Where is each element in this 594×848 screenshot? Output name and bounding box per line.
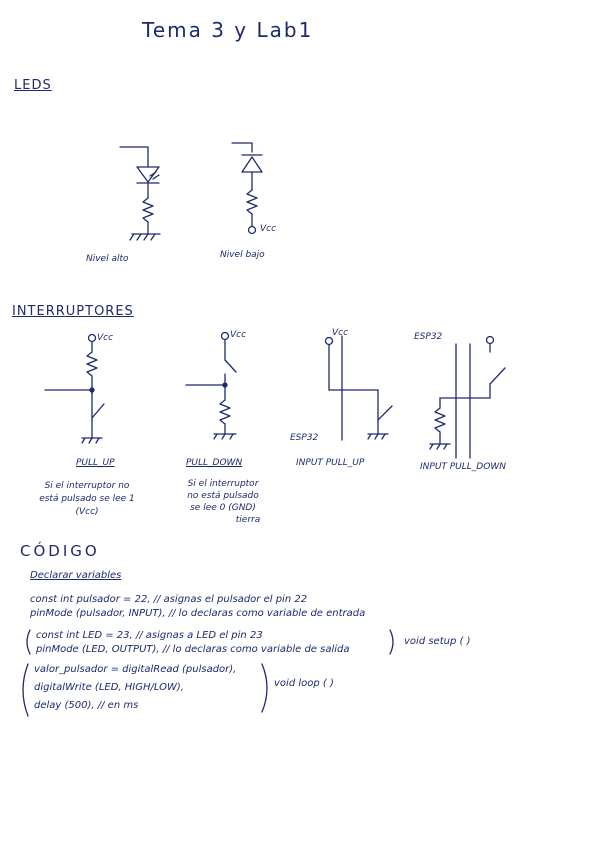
- code-line: pinMode (pulsador, INPUT), // lo declara…: [30, 608, 366, 619]
- led-high-circuit: [119, 146, 161, 241]
- input-pull-up-vcc-label: Vcc: [332, 328, 349, 338]
- code-line: const int pulsador = 22, // asignas el p…: [30, 594, 308, 605]
- pull-up-circuit: [44, 333, 105, 444]
- void-loop-label: void loop ( ): [274, 678, 334, 689]
- code-line: const int LED = 23, // asignas a LED el …: [36, 630, 263, 641]
- pull-up-vcc-label: Vcc: [97, 333, 114, 343]
- code-line: delay (500), // en ms: [34, 700, 139, 711]
- esp32-label-top: ESP32: [414, 332, 443, 342]
- pull-down-note-line: se lee 0 (GND): [190, 503, 256, 513]
- void-setup-label: void setup ( ): [404, 636, 471, 647]
- input-pull-down-circuit: [429, 335, 506, 459]
- pull-up-note: Si el interruptor no está pulsado se lee…: [22, 480, 152, 519]
- section-heading-leds: LEDS: [14, 78, 52, 93]
- pull-down-circuit: [185, 331, 237, 440]
- pull-up-label: PULL_UP: [76, 458, 115, 468]
- pull-up-note-line: (Vcc): [75, 507, 99, 517]
- code-subheading: Declarar variables: [30, 570, 122, 581]
- code-line: valor_pulsador = digitalRead (pulsador),: [34, 664, 237, 675]
- input-pull-up-circuit: [324, 335, 393, 441]
- page-title: Tema 3 y Lab1: [142, 18, 314, 42]
- pull-down-note-line: no está pulsado: [187, 491, 259, 501]
- led-low-vcc-label: Vcc: [260, 224, 277, 234]
- input-pull-up-label: INPUT PULL_UP: [296, 458, 365, 468]
- pull-down-note-line: Si el interruptor: [187, 479, 259, 489]
- code-braces: [22, 629, 394, 717]
- section-heading-codigo: CÓDIGO: [20, 542, 100, 560]
- pull-down-note: Si el interruptor no está pulsado se lee…: [168, 478, 278, 526]
- input-pull-down-label: INPUT PULL_DOWN: [420, 462, 506, 472]
- pull-down-note-line: tierra: [235, 515, 261, 525]
- pull-down-label: PULL_DOWN: [186, 458, 243, 468]
- pull-down-vcc-label: Vcc: [230, 330, 247, 340]
- pull-up-note-line: está pulsado se lee 1: [39, 494, 135, 504]
- led-low-circuit: [231, 142, 263, 235]
- led-high-label: Nivel alto: [86, 254, 129, 264]
- code-line: pinMode (LED, OUTPUT), // lo declaras co…: [36, 644, 350, 655]
- code-line: digitalWrite (LED, HIGH/LOW),: [34, 682, 184, 693]
- led-low-label: Nivel bajo: [220, 250, 265, 260]
- section-heading-interruptores: INTERRUPTORES: [12, 304, 134, 319]
- pull-up-note-line: Si el interruptor no: [44, 481, 130, 491]
- esp32-label-bottom: ESP32: [290, 433, 319, 443]
